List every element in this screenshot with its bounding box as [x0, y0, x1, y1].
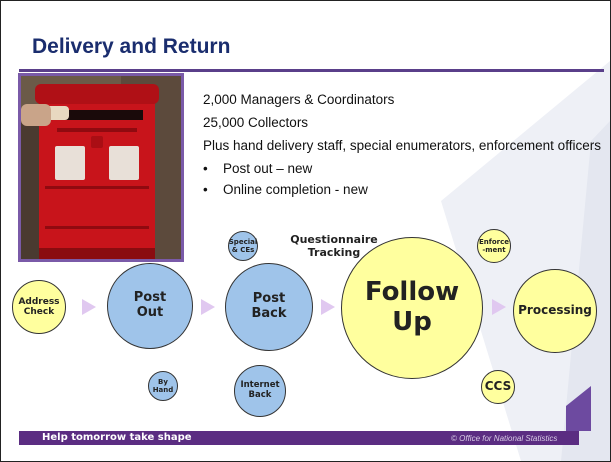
bullet-text: Post out – new — [223, 161, 313, 176]
flow-arrow — [82, 299, 96, 315]
questionnaire-tracking-label: Questionnaire Tracking — [290, 233, 378, 259]
footer-copyright: © Office for National Statistics — [451, 434, 558, 443]
bullet-marker: • — [203, 182, 208, 197]
special-ces-circle: Special & CEs — [228, 231, 258, 261]
title-divider — [19, 69, 604, 72]
bullet-item: • Post out – new — [203, 159, 603, 178]
postbox-photo — [18, 73, 184, 262]
footer-bar — [19, 431, 579, 445]
staff-line: Plus hand delivery staff, special enumer… — [203, 138, 601, 153]
managers-line: 2,000 Managers & Coordinators — [203, 92, 395, 107]
bullet-text: Online completion - new — [223, 182, 368, 197]
internet-back-circle: Internet Back — [234, 365, 286, 417]
post-out-circle: Post Out — [107, 263, 193, 349]
info-text-block: 2,000 Managers & Coordinators 25,000 Col… — [203, 90, 603, 201]
bullet-marker: • — [203, 161, 208, 176]
flow-arrow — [201, 299, 215, 315]
processing-circle: Processing — [513, 269, 597, 353]
footer-tagline: Help tomorrow take shape — [42, 432, 192, 443]
enforcement-circle: Enforce -ment — [477, 229, 511, 263]
ccs-circle: CCS — [481, 370, 515, 404]
flow-arrow — [321, 299, 335, 315]
collectors-line: 25,000 Collectors — [203, 115, 309, 130]
flow-arrow — [492, 299, 506, 315]
address-check-circle: Address Check — [12, 280, 66, 334]
by-hand-circle: By Hand — [148, 371, 178, 401]
post-back-circle: Post Back — [225, 263, 313, 351]
bullet-item: • Online completion - new — [203, 180, 603, 199]
postbox-illustration — [21, 76, 181, 259]
slide-title: Delivery and Return — [32, 35, 231, 58]
follow-up-circle: Follow Up — [341, 237, 483, 379]
